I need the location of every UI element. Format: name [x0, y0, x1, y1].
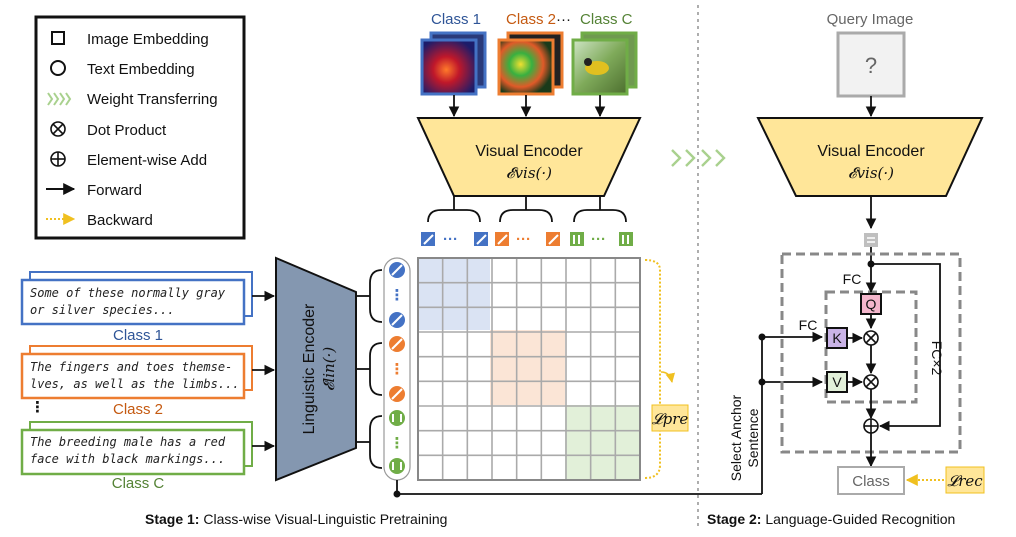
- text-embedding-column: ⋮ ⋮ ⋮: [383, 257, 411, 481]
- svg-text:···: ···: [443, 231, 458, 248]
- svg-text:lves, as well as the limbs...: lves, as well as the limbs...: [30, 377, 240, 391]
- dot-product-node1: [863, 330, 879, 346]
- svg-text:FC: FC: [799, 317, 818, 333]
- class-dots: ···: [556, 11, 571, 28]
- svg-text:Class: Class: [852, 473, 890, 490]
- element-add-node: [863, 418, 879, 434]
- svg-text:𝓔vis(·): 𝓔vis(·): [848, 164, 894, 182]
- svg-text:Select Anchor: Select Anchor: [728, 394, 744, 481]
- loss-rec: 𝓛rec: [945, 466, 985, 494]
- svg-text:or silver species...: or silver species...: [30, 303, 175, 317]
- svg-text:Class 2: Class 2: [113, 401, 163, 418]
- query-image-title: Query Image: [827, 11, 914, 28]
- svg-text:Some of these normally gray: Some of these normally gray: [30, 286, 226, 300]
- svg-text:𝓛rec: 𝓛rec: [947, 472, 983, 490]
- visual-encoder-stage2: Visual Encoder 𝓔vis(·): [756, 117, 984, 197]
- svg-text:⋮: ⋮: [390, 435, 405, 452]
- weight-transfer-icon: [47, 92, 72, 106]
- legend-text-embedding: Text Embedding: [87, 61, 195, 78]
- visual-encoder-stage1: Visual Encoder 𝓔vis(·): [416, 117, 642, 197]
- dot-product-node2: [863, 374, 879, 390]
- svg-text:⋮: ⋮: [390, 361, 405, 378]
- svg-text:FC: FC: [843, 271, 862, 287]
- select-anchor-label: Select Anchor Sentence: [728, 394, 761, 481]
- class1-images: [420, 31, 487, 96]
- svg-text:Class 1: Class 1: [113, 327, 163, 344]
- svg-text:𝓔lin(·): 𝓔lin(·): [320, 347, 338, 391]
- anchor-connector: [393, 331, 824, 498]
- loss-pre: 𝓛pre: [644, 259, 689, 479]
- svg-text:Visual Encoder: Visual Encoder: [817, 143, 925, 160]
- legend-forward: Forward: [87, 182, 142, 199]
- svg-text:K: K: [832, 330, 842, 346]
- vertical-dots: ⋮: [30, 399, 45, 416]
- svg-text:?: ?: [865, 53, 877, 78]
- dot-product-icon: [50, 121, 66, 137]
- encoder-output-braces: [427, 196, 627, 223]
- class-output: Class: [837, 466, 905, 495]
- svg-text:···: ···: [516, 231, 531, 248]
- text-card-classC: The breeding male has a red face with bl…: [20, 421, 253, 492]
- svg-text:The fingers and toes themse-: The fingers and toes themse-: [30, 360, 232, 374]
- legend-backward: Backward: [87, 212, 153, 229]
- svg-text:The breeding male has a red: The breeding male has a red: [30, 435, 226, 449]
- svg-text:Sentence: Sentence: [745, 408, 761, 467]
- query-image: ?: [836, 31, 906, 98]
- classC-title: Class C: [580, 11, 633, 28]
- v-box: V: [826, 371, 848, 393]
- text-card-class1: Some of these normally gray or silver sp…: [20, 271, 253, 344]
- stage1-caption: Stage 1: Class-wise Visual-Linguistic Pr…: [145, 511, 447, 527]
- legend-dot-product: Dot Product: [87, 122, 167, 139]
- text-card-class2: The fingers and toes themse- lves, as we…: [20, 345, 253, 418]
- legend-element-add: Element-wise Add: [87, 152, 207, 169]
- class1-title: Class 1: [431, 11, 481, 28]
- text-output-braces: [356, 269, 383, 469]
- svg-text:Visual Encoder: Visual Encoder: [475, 143, 583, 160]
- element-add-icon: [50, 151, 66, 167]
- svg-text:Q: Q: [866, 296, 877, 312]
- stage2-caption: Stage 2: Language-Guided Recognition: [707, 511, 955, 527]
- weight-transfer-chevrons: [671, 149, 726, 167]
- k-box: K: [826, 327, 848, 349]
- linguistic-encoder: Linguistic Encoder 𝓔lin(·): [275, 256, 357, 482]
- svg-text:⋮: ⋮: [390, 287, 405, 304]
- svg-text:𝓛pre: 𝓛pre: [652, 410, 689, 428]
- legend-weight-transferring: Weight Transferring: [87, 91, 218, 108]
- image-embedding-row: ··· ··· ···: [421, 231, 633, 248]
- class2-images: [497, 31, 564, 96]
- query-embedding: [864, 233, 878, 247]
- similarity-matrix: [417, 257, 641, 481]
- legend: Image Embedding Text Embedding Weight Tr…: [34, 15, 246, 240]
- svg-text:𝓔vis(·): 𝓔vis(·): [506, 164, 552, 182]
- text-embedding-icon: [50, 60, 66, 76]
- svg-text:face with black markings...: face with black markings...: [30, 452, 225, 466]
- svg-text:Linguistic Encoder: Linguistic Encoder: [301, 303, 318, 434]
- image-embedding-icon: [51, 31, 65, 45]
- svg-text:V: V: [832, 374, 842, 390]
- svg-text:···: ···: [591, 231, 606, 248]
- svg-text:FC×2: FC×2: [929, 341, 945, 376]
- legend-image-embedding: Image Embedding: [87, 31, 209, 48]
- svg-text:Class C: Class C: [112, 475, 165, 492]
- classC-images: [571, 31, 638, 96]
- class2-title: Class 2: [506, 11, 556, 28]
- q-box: Q: [860, 293, 882, 315]
